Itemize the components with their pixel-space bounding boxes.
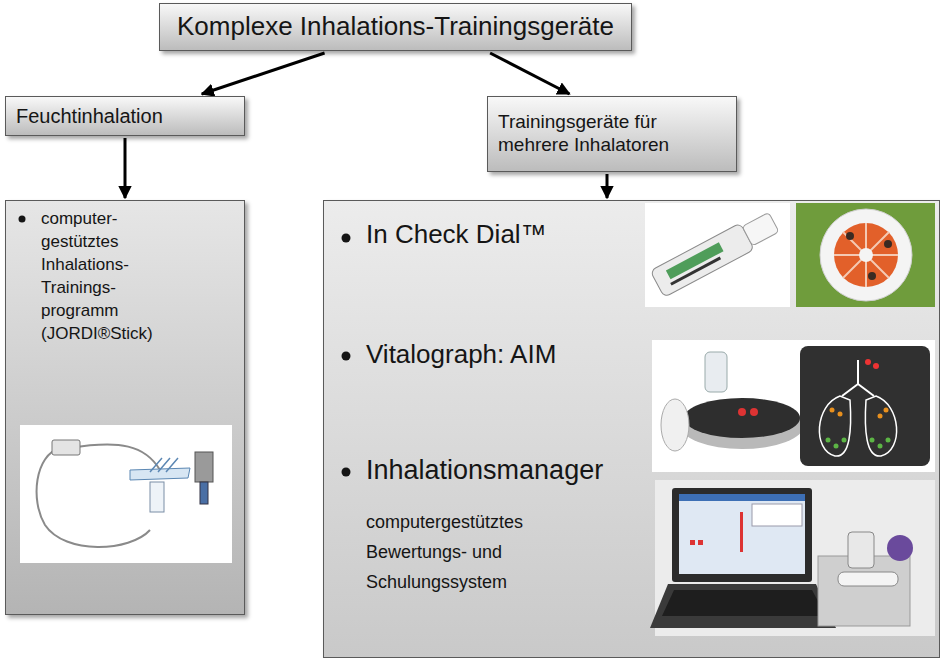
arrow-connector: [606, 174, 609, 198]
inhaler-holder: [661, 399, 689, 451]
dot: [865, 359, 871, 365]
photo-ground: [645, 203, 790, 307]
inhaler-stem: [200, 482, 208, 504]
lung-outline: [865, 396, 896, 456]
scale-marks: [670, 257, 721, 286]
arrow-connector: [124, 138, 127, 198]
dot: [873, 363, 879, 369]
dial-face: [834, 223, 898, 287]
dial-spokes: [834, 223, 898, 287]
tube: [70, 444, 160, 470]
in-check-photo: [645, 203, 935, 307]
arrow-connector: [490, 53, 569, 94]
laptop-photo: [650, 480, 935, 636]
screen-bar: [690, 540, 695, 545]
photo-ground: [796, 203, 935, 307]
arrow-connector: [202, 53, 325, 94]
mouthpiece: [742, 212, 779, 246]
dot: [842, 438, 847, 443]
title-box: Komplexe Inhalations-Trainingsgeräte: [159, 3, 632, 51]
dial-dot: [884, 240, 892, 248]
device-panel: In Check Dial™ Vitalograph: AIM Inhalation…: [323, 200, 940, 658]
keyboard: [662, 590, 826, 616]
item-label: Inhalationsmanager: [366, 454, 603, 486]
dot: [870, 438, 875, 443]
inhaler-cap: [887, 535, 913, 561]
inhaler: [705, 352, 727, 392]
device-body: [650, 223, 754, 297]
box-label: Trainingsgeräte für mehrere Inhalatoren: [498, 111, 724, 157]
dial-ring: [820, 209, 912, 301]
dial-hub: [859, 248, 873, 262]
lung-panel: [800, 346, 930, 466]
dot: [838, 412, 843, 417]
photo-ground: [652, 340, 935, 472]
nebulizer-body: [130, 468, 190, 480]
item-label: Vitalograph: AIM: [366, 339, 556, 370]
laptop-screen: [679, 494, 805, 574]
dot: [884, 408, 889, 413]
sensor-tube: [838, 572, 898, 586]
dot: [826, 438, 831, 443]
item-label: In Check Dial™: [366, 219, 547, 250]
lung-outline: [819, 396, 850, 456]
box-label: Feuchtinhalation: [16, 104, 163, 128]
inhaler-head: [195, 452, 213, 482]
device-rim: [680, 401, 804, 449]
inhaler: [848, 532, 874, 568]
dot: [886, 438, 891, 443]
bullet-dot: [342, 352, 351, 361]
category-box: Trainingsgeräte für mehrere Inhalatoren: [487, 96, 737, 172]
dial-dot: [868, 272, 876, 280]
photo-ground: [655, 480, 935, 636]
screen-bar: [698, 540, 703, 545]
dot: [830, 408, 835, 413]
tube: [37, 448, 150, 547]
dot: [878, 444, 883, 449]
category-box: Feuchtinhalation: [5, 96, 245, 136]
bullet-dot: [342, 468, 351, 477]
sensor-box: [52, 440, 80, 455]
jordi-illustration: [20, 425, 232, 563]
bullet-dot: [19, 216, 26, 223]
photo-ground: [20, 425, 232, 563]
item-label: computergestütztes Bewertungs- und Schul…: [366, 507, 596, 597]
dial-dot: [846, 232, 854, 240]
item-label: computer- gestütztes Inhalations- Traini…: [41, 207, 171, 345]
scale-window: [666, 242, 724, 279]
dot: [878, 414, 883, 419]
mist-lines: [150, 458, 178, 472]
box-label: Komplexe Inhalations-Trainingsgeräte: [177, 11, 614, 42]
device-top: [684, 398, 800, 438]
aim-photo: [652, 340, 935, 472]
led: [750, 408, 758, 416]
sensor-board: [818, 556, 910, 626]
bullet-dot: [342, 234, 351, 243]
dot: [834, 444, 839, 449]
screen-panel: [752, 504, 802, 526]
screen-bar: [740, 512, 743, 552]
chamber: [150, 482, 164, 512]
led: [738, 408, 746, 416]
window-bar: [679, 494, 805, 501]
laptop-lid: [672, 488, 812, 582]
laptop-base: [650, 584, 836, 628]
device-panel: computer- gestütztes Inhalations- Traini…: [5, 200, 245, 615]
trachea: [842, 360, 874, 396]
